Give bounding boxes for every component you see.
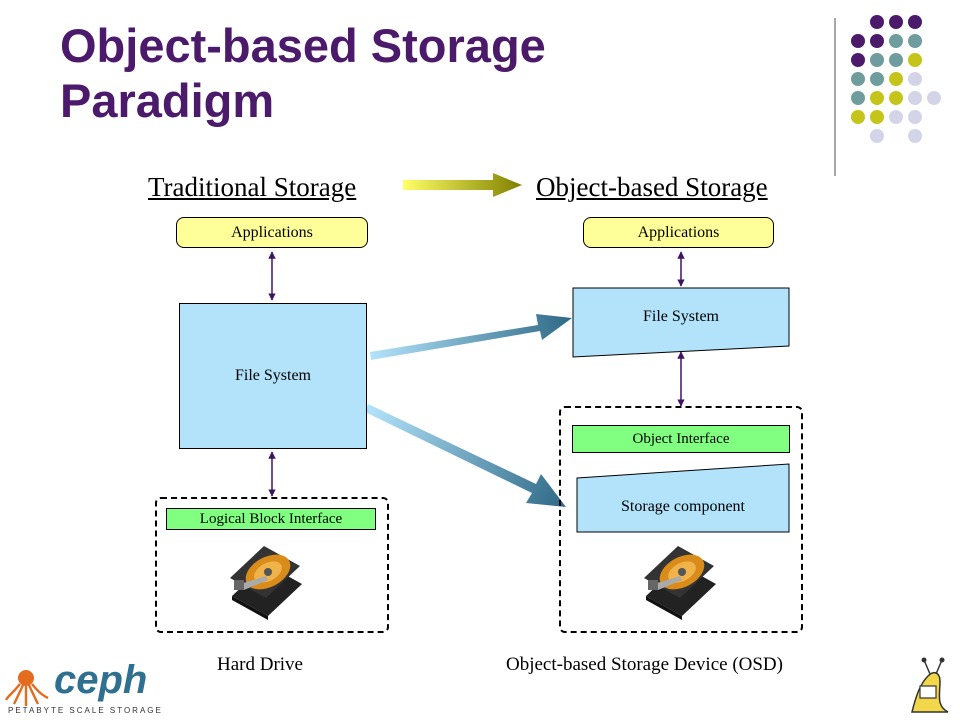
ceph-logo: ceph PETABYTE SCALE STORAGE (4, 658, 164, 718)
file-system-box-left: File System (179, 303, 367, 449)
traditional-storage-heading: Traditional Storage (148, 172, 357, 202)
ceph-tagline: PETABYTE SCALE STORAGE (8, 706, 163, 715)
osd-container (559, 406, 803, 633)
title-line-2: Paradigm (60, 74, 275, 127)
object-storage-heading: Object-based Storage (536, 172, 768, 202)
flow-arrow-to-file-system (370, 314, 572, 360)
transition-arrow (403, 173, 522, 197)
logical-block-interface: Logical Block Interface (166, 508, 376, 530)
hard-drive-container (155, 497, 389, 633)
title-line-1: Object-based Storage (60, 19, 546, 72)
hard-drive-caption: Hard Drive (217, 654, 303, 675)
page-title: Object-based Storage Paradigm (60, 18, 780, 128)
osd-caption: Object-based Storage Device (OSD) (506, 654, 783, 675)
hard-drive-icon (226, 540, 306, 625)
file-system-box-right-shape (572, 287, 790, 358)
object-interface: Object Interface (572, 425, 790, 453)
ceph-octopus-logo (4, 670, 49, 706)
hard-drive-icon (640, 540, 720, 625)
applications-box-left: Applications (176, 217, 368, 248)
storage-component-shape (576, 463, 790, 533)
flow-arrow-to-storage-component (365, 404, 566, 507)
storage-component-label: Storage component (621, 498, 745, 515)
slug-mascot-icon (906, 656, 956, 721)
ceph-brand-text: ceph (54, 658, 148, 702)
file-system-label-right: File System (642, 308, 719, 325)
applications-box-right: Applications (583, 217, 774, 248)
